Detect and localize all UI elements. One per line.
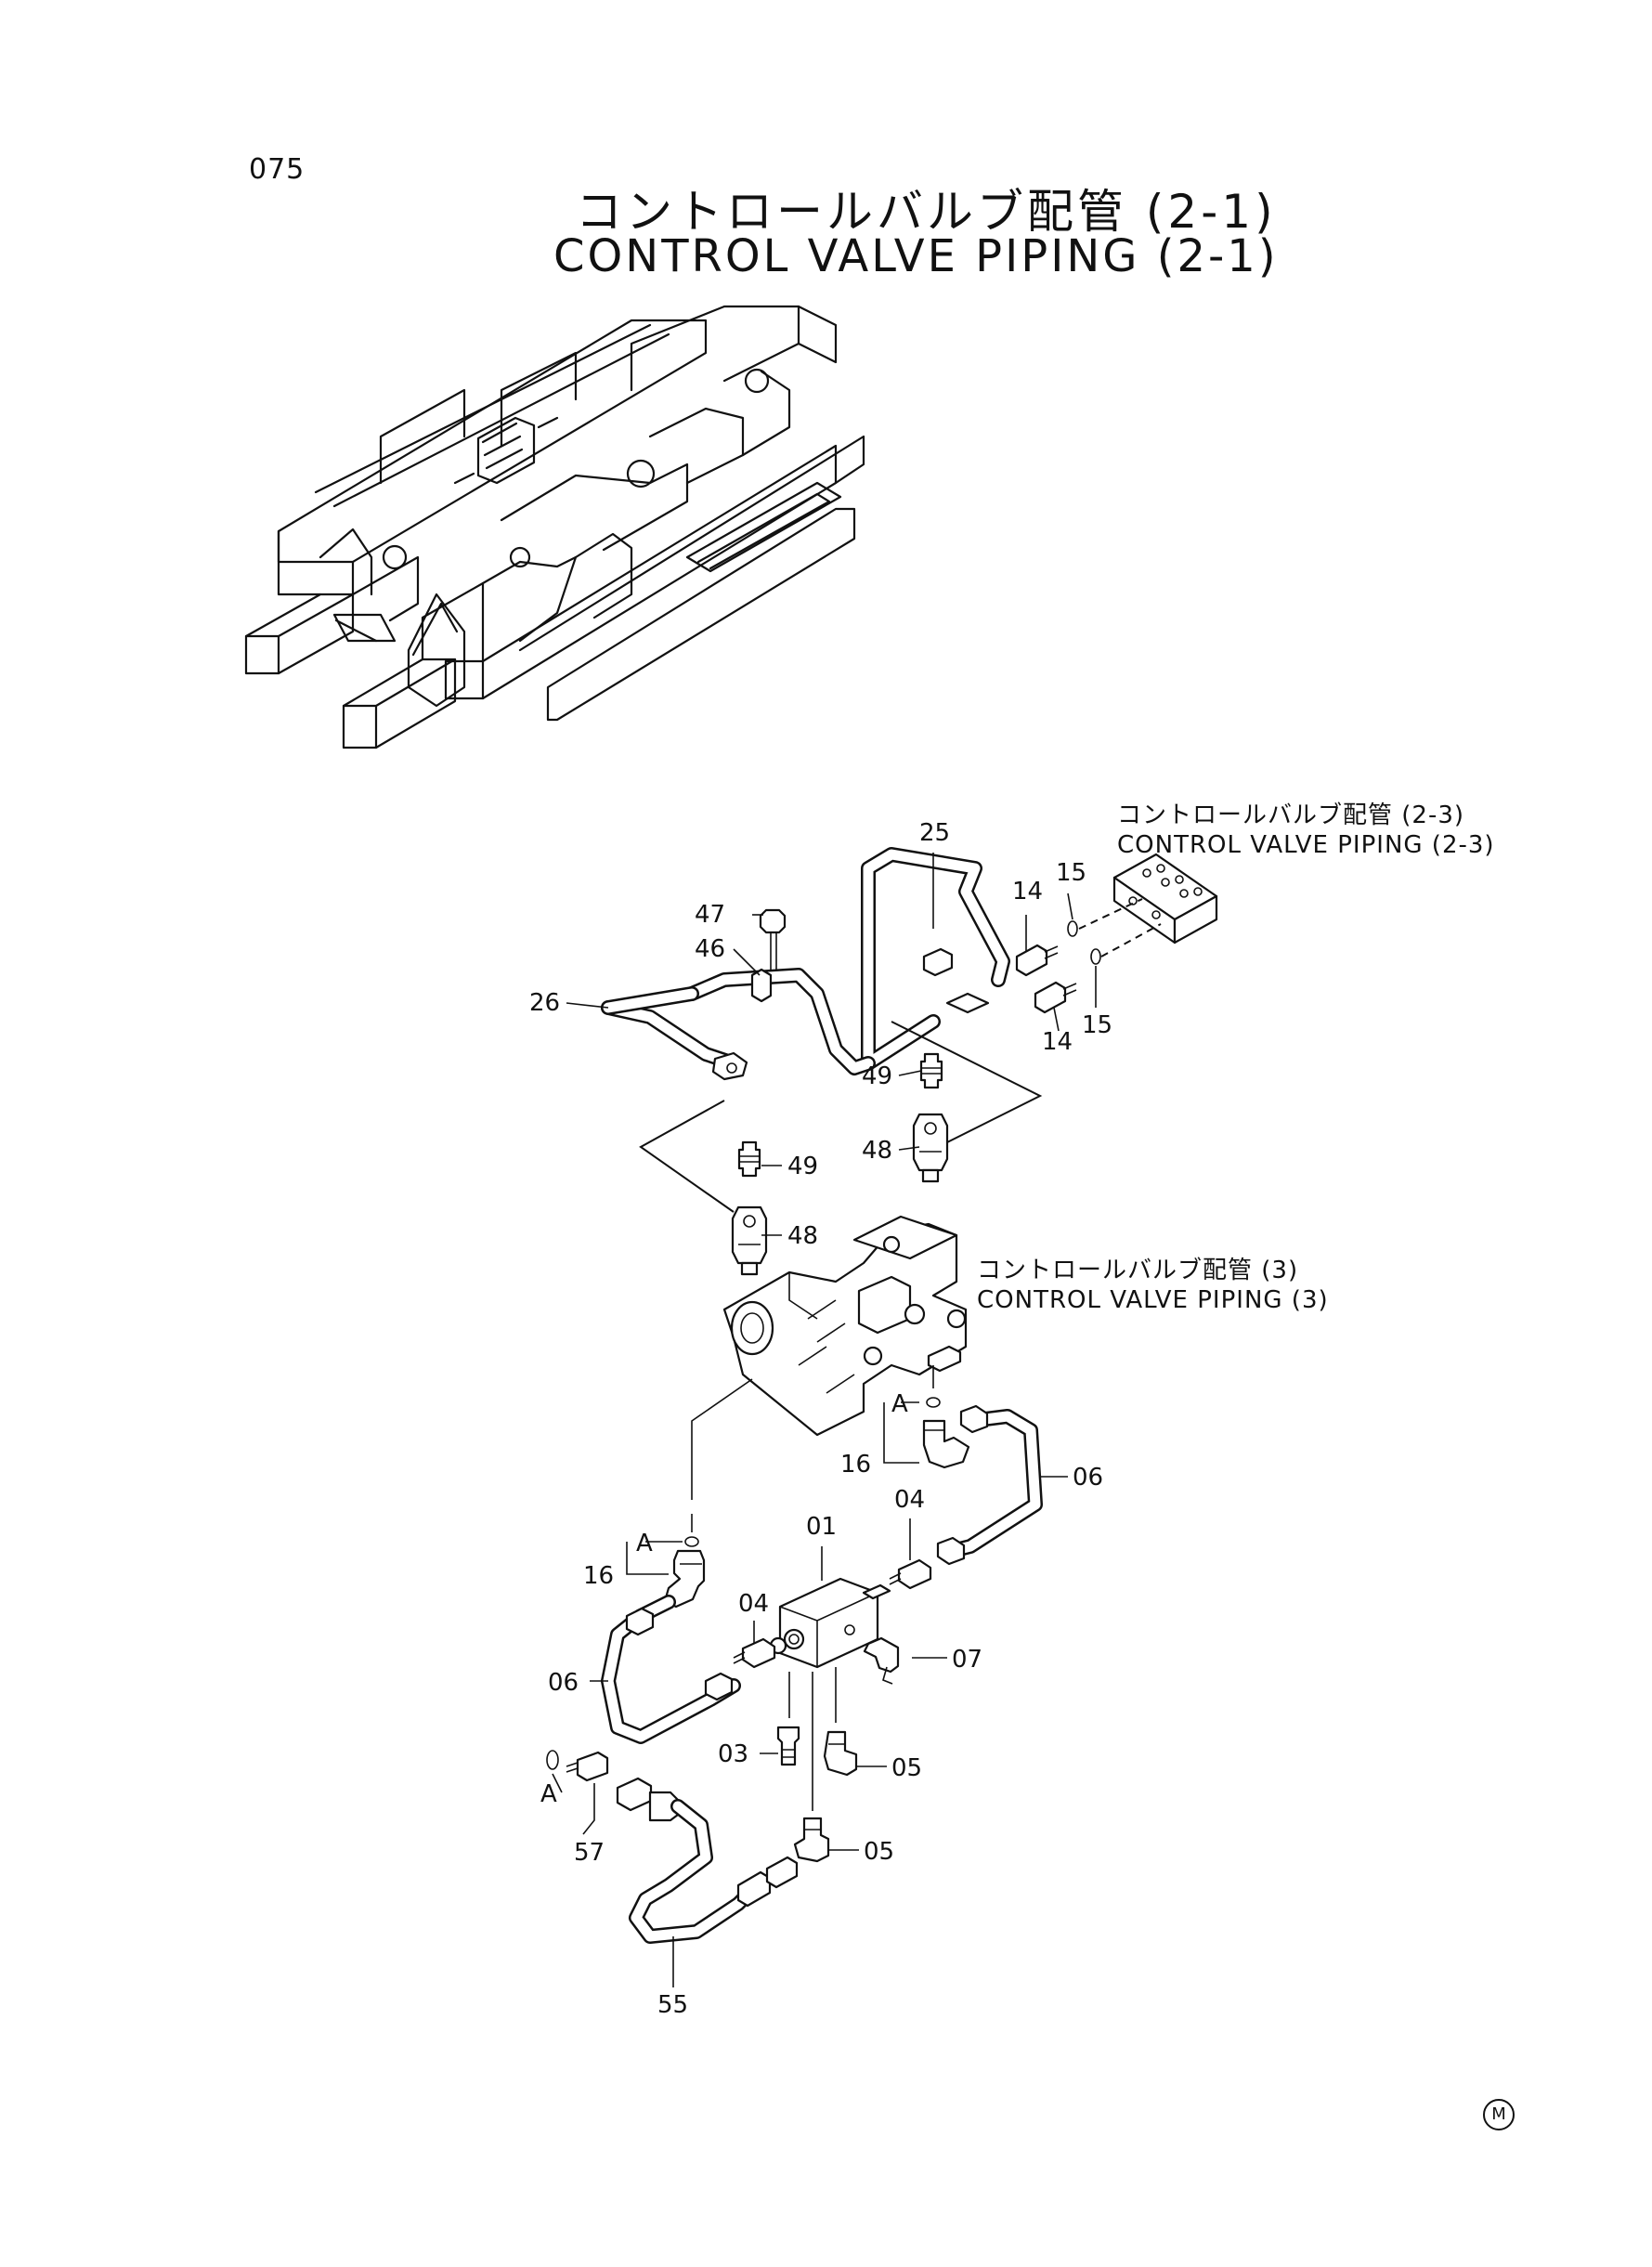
callout-14-upper: 14 bbox=[1012, 878, 1043, 905]
reference-piping-3-en: CONTROL VALVE PIPING (3) bbox=[977, 1286, 1329, 1314]
o-ring-a-hose bbox=[546, 1750, 559, 1770]
callout-48-left: 48 bbox=[787, 1222, 818, 1250]
m-mark: M bbox=[1483, 2099, 1515, 2130]
callout-55: 55 bbox=[657, 1991, 688, 2019]
piping-2-3-block bbox=[1112, 853, 1218, 945]
callout-14-lower: 14 bbox=[1042, 1028, 1073, 1056]
callout-05-lower: 05 bbox=[864, 1838, 894, 1866]
reference-piping-2-3-en: CONTROL VALVE PIPING (2-3) bbox=[1117, 831, 1495, 859]
callout-47: 47 bbox=[695, 901, 725, 929]
elbow-16-lower bbox=[663, 1549, 706, 1609]
fitting-14-lower bbox=[1034, 981, 1077, 1014]
elbow-48-left bbox=[731, 1205, 768, 1276]
callout-06-right: 06 bbox=[1073, 1464, 1103, 1492]
callout-16-upper: 16 bbox=[840, 1451, 871, 1479]
callout-04-right: 04 bbox=[894, 1486, 925, 1514]
connector-04-right bbox=[889, 1558, 932, 1590]
pipe-06-right bbox=[936, 1404, 1043, 1566]
callout-48-right: 48 bbox=[862, 1137, 892, 1165]
pipe-06-left bbox=[601, 1595, 741, 1744]
callout-16-lower: 16 bbox=[583, 1562, 614, 1590]
callout-01: 01 bbox=[806, 1513, 837, 1541]
adapter-49-left bbox=[737, 1140, 761, 1178]
o-ring-a-lower bbox=[684, 1536, 699, 1547]
reference-piping-3-jp: コントロールバルブ配管 (3) bbox=[977, 1257, 1299, 1284]
elbow-16-upper bbox=[922, 1419, 970, 1469]
machine-frame-overview bbox=[244, 305, 865, 749]
callout-26: 26 bbox=[529, 989, 560, 1017]
page-title-japanese: コントロールバルブ配管 (2-1) bbox=[576, 185, 1277, 239]
adapter-49-right bbox=[919, 1052, 943, 1089]
o-ring-15-lower bbox=[1090, 948, 1101, 965]
pipe-25 bbox=[861, 847, 1010, 1071]
elbow-05-lower bbox=[793, 1817, 830, 1863]
callout-25: 25 bbox=[919, 819, 950, 847]
callout-15-upper: 15 bbox=[1056, 859, 1086, 887]
callout-49-left: 49 bbox=[787, 1153, 818, 1180]
callout-a-upper: A bbox=[891, 1390, 908, 1418]
reference-piping-2-3: コントロールバルブ配管 (2-3) CONTROL VALVE PIPING (… bbox=[1117, 801, 1495, 860]
pipe-26 bbox=[601, 908, 876, 1081]
reference-piping-3: コントロールバルブ配管 (3) CONTROL VALVE PIPING (3) bbox=[977, 1256, 1329, 1315]
callout-a-lower: A bbox=[636, 1530, 653, 1557]
callout-46: 46 bbox=[695, 935, 725, 963]
callout-05-upper: 05 bbox=[891, 1754, 922, 1782]
callout-57: 57 bbox=[574, 1839, 605, 1867]
elbow-48-right bbox=[912, 1113, 949, 1183]
plug-03 bbox=[776, 1726, 800, 1766]
o-ring-15-upper bbox=[1067, 920, 1078, 937]
control-valve-body bbox=[722, 1215, 968, 1437]
reference-piping-2-3-jp: コントロールバルブ配管 (2-3) bbox=[1117, 801, 1465, 829]
callout-49-right: 49 bbox=[862, 1062, 892, 1090]
callout-03: 03 bbox=[718, 1740, 748, 1768]
callout-07: 07 bbox=[952, 1646, 982, 1674]
o-ring-a-upper bbox=[926, 1397, 941, 1408]
elbow-07 bbox=[863, 1636, 900, 1685]
page-number: 075 bbox=[249, 153, 306, 186]
callout-04-left: 04 bbox=[738, 1590, 769, 1618]
callout-06-left: 06 bbox=[548, 1669, 579, 1697]
hose-55 bbox=[616, 1777, 799, 1944]
elbow-05-upper bbox=[823, 1730, 858, 1777]
callout-15-lower: 15 bbox=[1082, 1011, 1112, 1039]
callout-a-hose: A bbox=[540, 1780, 557, 1808]
connector-57 bbox=[566, 1751, 609, 1782]
fitting-14-upper bbox=[1015, 944, 1059, 977]
page-title-english: CONTROL VALVE PIPING (2-1) bbox=[553, 230, 1279, 282]
connector-04-left bbox=[733, 1637, 776, 1669]
